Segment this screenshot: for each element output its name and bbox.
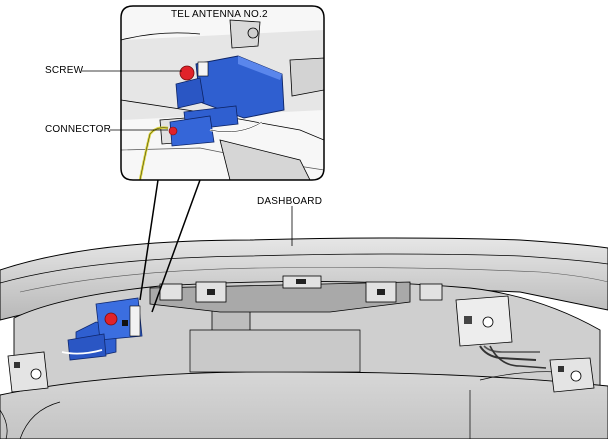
dashboard-illustration — [0, 237, 608, 439]
right-side-bracket — [549, 357, 595, 393]
callout-leader — [139, 179, 201, 313]
right-harness-connector — [455, 295, 547, 369]
screw-label: SCREW — [45, 65, 84, 76]
antenna-installed — [61, 297, 143, 361]
dashboard-clips — [159, 275, 443, 303]
connector-label: CONNECTOR — [45, 124, 112, 135]
screw-main — [104, 312, 118, 326]
callout-detail — [82, 5, 325, 181]
callout-frame — [120, 5, 325, 181]
dashboard-label: DASHBOARD — [257, 196, 323, 207]
screw-detail — [179, 65, 195, 81]
callout-title: TEL ANTENNA NO.2 — [171, 9, 268, 20]
left-side-bracket — [0, 351, 49, 439]
